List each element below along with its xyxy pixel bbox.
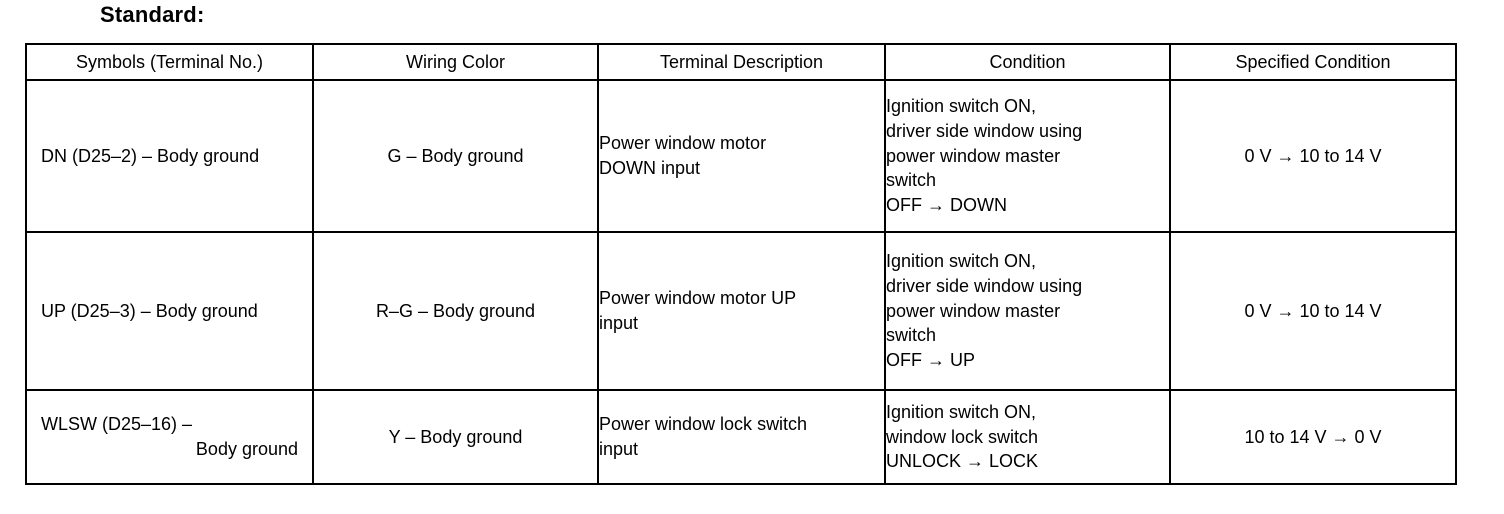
table-row: UP (D25–3) – Body ground R–G – Body grou… <box>25 231 1457 391</box>
specification-table: Symbols (Terminal No.) Wiring Color Term… <box>25 43 1457 485</box>
table-row: WLSW (D25–16) – Body ground Y – Body gro… <box>25 389 1457 485</box>
column-header-specified-condition-label: Specified Condition <box>1235 51 1391 72</box>
column-header-symbols: Symbols (Terminal No.) <box>25 43 314 81</box>
column-header-condition-label: Condition <box>989 51 1066 72</box>
cell-terminal-description: Power window lock switch input <box>597 389 886 485</box>
cell-symbols: UP (D25–3) – Body ground <box>25 231 314 391</box>
section-title: Standard: <box>100 2 205 27</box>
cell-terminal-description: Power window motor DOWN input <box>597 79 886 233</box>
cell-symbols: WLSW (D25–16) – Body ground <box>25 389 314 485</box>
table-body: DN (D25–2) – Body ground G – Body ground… <box>25 79 1457 485</box>
column-header-condition: Condition <box>884 43 1171 81</box>
column-header-specified-condition: Specified Condition <box>1169 43 1457 81</box>
cell-terminal-description: Power window motor UP input <box>597 231 886 391</box>
column-header-wiring-color: Wiring Color <box>312 43 599 81</box>
column-header-symbols-label: Symbols (Terminal No.) <box>75 51 264 72</box>
column-header-wiring-color-label: Wiring Color <box>405 51 506 72</box>
cell-specified-condition: 10 to 14 V → 0 V <box>1169 389 1457 485</box>
cell-specified-condition: 0 V → 10 to 14 V <box>1169 231 1457 391</box>
table-row: DN (D25–2) – Body ground G – Body ground… <box>25 79 1457 233</box>
cell-symbols-text: DN (D25–2) – Body ground <box>41 145 260 166</box>
cell-specified-condition: 0 V → 10 to 14 V <box>1169 79 1457 233</box>
cell-symbols-text: WLSW (D25–16) – Body ground <box>27 408 312 466</box>
cell-condition: Ignition switch ON, driver side window u… <box>884 79 1171 233</box>
cell-symbols-line-1: WLSW (D25–16) – <box>41 414 193 435</box>
cell-symbols-text: UP (D25–3) – Body ground <box>41 300 258 321</box>
specification-table-wrapper: Symbols (Terminal No.) Wiring Color Term… <box>25 43 1457 485</box>
cell-symbols: DN (D25–2) – Body ground <box>25 79 314 233</box>
cell-symbols-line-2: Body ground <box>195 439 298 459</box>
cell-condition: Ignition switch ON, window lock switch U… <box>884 389 1171 485</box>
column-header-terminal-description: Terminal Description <box>597 43 886 81</box>
column-header-terminal-description-label: Terminal Description <box>659 51 824 72</box>
table-header-row: Symbols (Terminal No.) Wiring Color Term… <box>25 43 1457 81</box>
cell-condition: Ignition switch ON, driver side window u… <box>884 231 1171 391</box>
cell-wiring-color: R–G – Body ground <box>312 231 599 391</box>
table-header: Symbols (Terminal No.) Wiring Color Term… <box>25 43 1457 81</box>
cell-wiring-color: G – Body ground <box>312 79 599 233</box>
cell-wiring-color: Y – Body ground <box>312 389 599 485</box>
